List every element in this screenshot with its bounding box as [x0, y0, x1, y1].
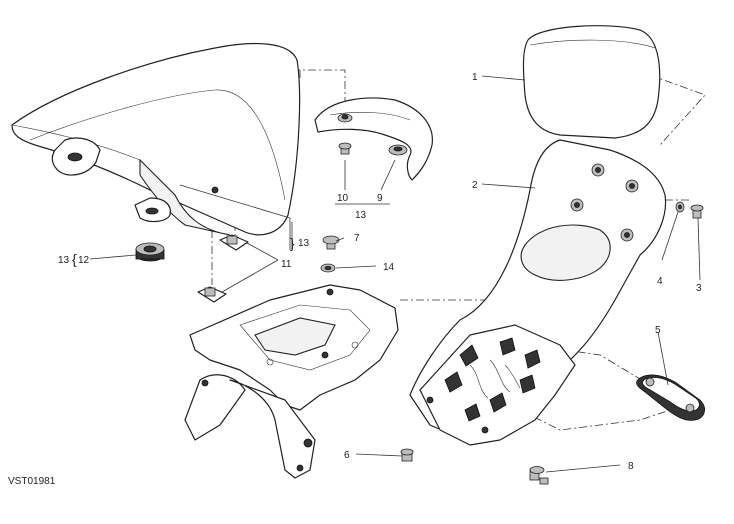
callout-10: 10: [337, 193, 349, 204]
leader-lines: [89, 75, 701, 473]
callout-5: 5: [655, 325, 661, 336]
callout-13-bracket: 13: [298, 238, 310, 249]
callout-6: 6: [344, 450, 350, 461]
seat-clips: [197, 234, 249, 303]
callout-12: 12: [78, 255, 90, 266]
callout-11: 11: [281, 259, 292, 270]
passenger-backrest-pad: [522, 25, 661, 139]
callout-8: 8: [628, 461, 634, 472]
callout-14: 14: [383, 262, 395, 273]
callout-9: 9: [377, 193, 383, 204]
callout-3: 3: [696, 283, 702, 294]
callout-2: 2: [472, 180, 478, 191]
passenger-seat-base: [409, 139, 667, 446]
callout-13-cover: 13: [355, 210, 367, 221]
fastener-nut-screw: [675, 201, 704, 219]
screw-and-washer: [320, 235, 340, 273]
callout-4: 4: [657, 276, 663, 287]
tail-cover: [314, 97, 433, 181]
seat-subframe: [184, 284, 399, 479]
callout-1: 1: [472, 72, 478, 83]
figure-code: VST01981: [8, 476, 56, 487]
bracket-13-left: {: [72, 251, 77, 267]
callout-labels: 1 2 3 4 5 6 7 8 9 10 11 12 13 13 13 14 {…: [58, 72, 702, 472]
callout-13-left: 13: [58, 255, 70, 266]
rider-seat: [11, 42, 301, 236]
fasteners-bottom: [400, 448, 549, 485]
grab-strap: [636, 374, 705, 421]
rubber-grommet: [135, 242, 165, 262]
bracket-13-right: }: [290, 235, 295, 251]
callout-7: 7: [354, 233, 360, 244]
